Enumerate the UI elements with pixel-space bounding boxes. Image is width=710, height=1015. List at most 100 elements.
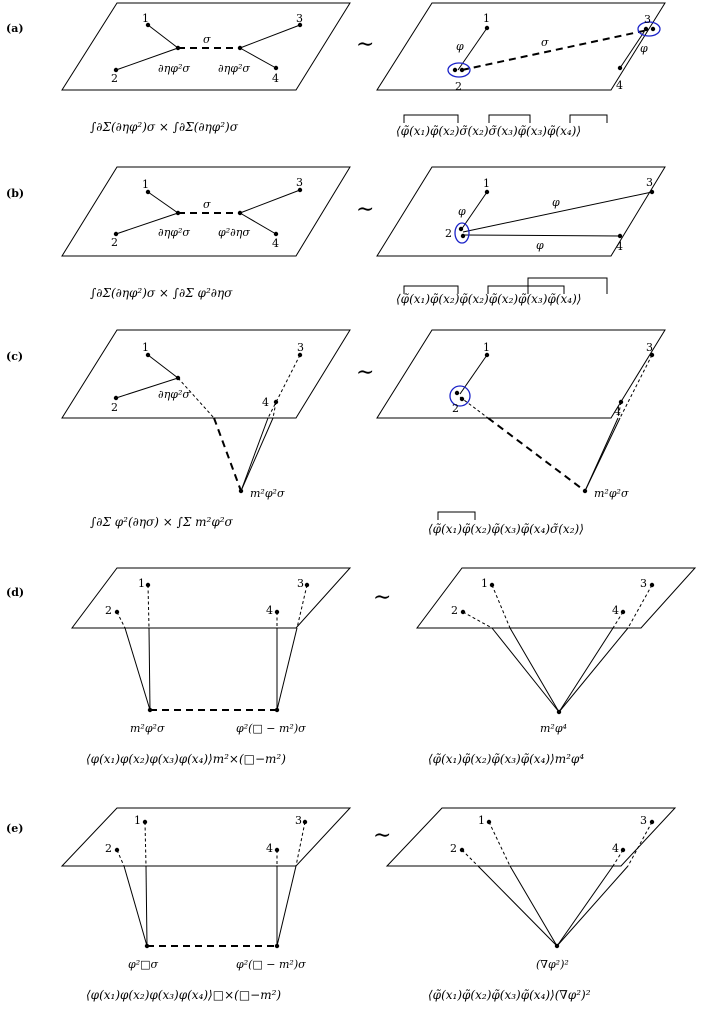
coincident-point-circle: [447, 62, 471, 78]
point-number: 1: [483, 12, 490, 25]
integral-formula: ∫∂Σ φ²(∂ησ) × ∫Σ m²φ²σ: [90, 515, 233, 529]
point-number: 3: [640, 814, 647, 827]
row-e-left-diagram: [60, 807, 352, 947]
bulk-line: [123, 865, 148, 947]
correlator-formula: ⟨φ̃(x₁)φ̃(x₂)φ̃(x₃)φ̃(x₄)σ̃(x₂)⟩: [428, 522, 584, 536]
boundary-plane: [71, 567, 352, 629]
sigma-propagator: [213, 417, 242, 492]
vertex-label: ∂ηφ²σ: [158, 62, 190, 75]
point-number: 1: [483, 177, 490, 190]
row-d-left-diagram: [71, 567, 352, 711]
point-number: 4: [616, 240, 623, 253]
equivalence-symbol: ∼: [356, 32, 375, 57]
bulk-line-dashed: [491, 584, 511, 629]
point-number: 3: [644, 13, 651, 26]
correlator-formula: ⟨φ(x₁)φ(x₂)φ(x₃)φ(x₄)⟩□×(□−m²): [86, 988, 282, 1002]
row-c-left-diagram: [61, 329, 351, 492]
equivalence-symbol: ∼: [373, 585, 392, 610]
bulk-line: [509, 627, 560, 713]
point-number: 3: [646, 341, 653, 354]
correlator-formula: ⟨φ̃(x₁)φ̃(x₂)φ̃(x₂)φ̃(x₂)φ̃(x₃)φ̃(x₄)⟩: [396, 292, 582, 306]
vertex-label: φ²□σ: [128, 958, 159, 971]
vertex-label: φ²(□ − m²)σ: [236, 722, 306, 735]
propagator-line: [147, 24, 179, 49]
bulk-line-dashed: [617, 401, 622, 419]
bulk-line: [276, 627, 298, 711]
boundary-plane: [376, 2, 666, 91]
point-number: 4: [612, 842, 619, 855]
boundary-plane: [385, 807, 677, 867]
point-number: 2: [111, 401, 118, 414]
phi-edge-label: φ: [536, 239, 544, 252]
coincident-point-circle: [449, 385, 471, 407]
point-number: 2: [105, 604, 112, 617]
vertex-label: (∇φ²)²: [536, 958, 569, 971]
coincident-point-circle: [637, 21, 661, 37]
sigma-propagator: [461, 29, 649, 71]
panel-label: (b): [6, 187, 25, 200]
vertex-label: m²φ²σ: [594, 487, 629, 500]
equivalence-symbol: ∼: [356, 197, 375, 222]
point-number: 3: [296, 176, 303, 189]
correlator-formula: ⟨φ(x₁)φ(x₂)φ(x₃)φ(x₄)⟩m²×(□−m²): [86, 752, 286, 766]
vertex-label: m²φ⁴: [540, 722, 567, 735]
row-e-right-diagram: [385, 807, 677, 947]
point-number: 1: [138, 577, 145, 590]
point-number: 3: [297, 341, 304, 354]
bulk-line-dashed: [296, 584, 308, 629]
row-d-right-diagram: [416, 567, 697, 713]
boundary-plane: [416, 567, 697, 629]
boundary-plane: [376, 166, 666, 257]
bulk-line: [276, 865, 297, 947]
bulk-line-dashed: [147, 584, 150, 629]
correlator-formula: ⟨φ̃(x₁)φ̃(x₂)φ̃(x₃)φ̃(x₄)⟩m²φ⁴: [428, 752, 585, 766]
boundary-plane: [60, 807, 352, 867]
bulk-line: [477, 865, 558, 947]
boundary-plane: [61, 329, 351, 419]
boundary-plane: [376, 329, 666, 419]
panel-label: (c): [6, 350, 24, 363]
bulk-line: [240, 417, 274, 492]
row-c-right-diagram: [376, 329, 666, 492]
bulk-line-dashed: [144, 821, 147, 867]
integral-formula: ∫∂Σ(∂ηφ²)σ × ∫∂Σ φ²∂ησ: [90, 286, 233, 300]
phi-edge-label: φ: [456, 40, 464, 53]
point-number: 4: [614, 405, 621, 418]
phi-edge-label: φ: [458, 205, 466, 218]
panel-label: (e): [6, 822, 24, 835]
propagator-line: [239, 24, 301, 49]
point-number: 1: [134, 814, 141, 827]
bulk-line-dashed: [488, 821, 511, 867]
boundary-plane: [61, 166, 351, 257]
point-number: 1: [142, 178, 149, 191]
bulk-line-dashed: [116, 849, 125, 867]
point-number: 4: [616, 79, 623, 92]
propagator-line: [462, 234, 621, 237]
coincident-point-circle: [454, 222, 470, 244]
point-number: 1: [483, 341, 490, 354]
propagator-line: [115, 377, 179, 399]
point-number: 1: [478, 814, 485, 827]
sigma-propagator: [487, 417, 586, 492]
vertex-label: φ²(□ − m²)σ: [236, 958, 306, 971]
propagator-line: [239, 47, 277, 69]
row-b-right-diagram: [376, 166, 666, 257]
point-number: 3: [295, 814, 302, 827]
propagator-line: [115, 212, 179, 235]
propagator-line: [115, 47, 179, 71]
bulk-line-dashed: [272, 401, 277, 419]
propagator-line: [147, 191, 179, 214]
point-number: 2: [452, 402, 459, 415]
bulk-line-dashed: [627, 584, 653, 629]
integral-formula: ∫∂Σ(∂ηφ²)σ × ∫∂Σ(∂ηφ²)σ: [90, 120, 238, 134]
bulk-line: [145, 865, 148, 947]
point-number: 3: [297, 577, 304, 590]
vertex-label: ∂ηφ²σ: [158, 226, 190, 239]
correlator-formula: ⟨φ̃(x₁)φ̃(x₂)σ̃(x₂)σ̃(x₃)φ̃(x₃)φ̃(x₄)⟩: [396, 124, 582, 138]
point-number: 2: [451, 604, 458, 617]
sigma-edge-label: σ: [203, 198, 211, 211]
bulk-line-dashed: [267, 354, 301, 419]
phi-edge-label: φ: [552, 196, 560, 209]
